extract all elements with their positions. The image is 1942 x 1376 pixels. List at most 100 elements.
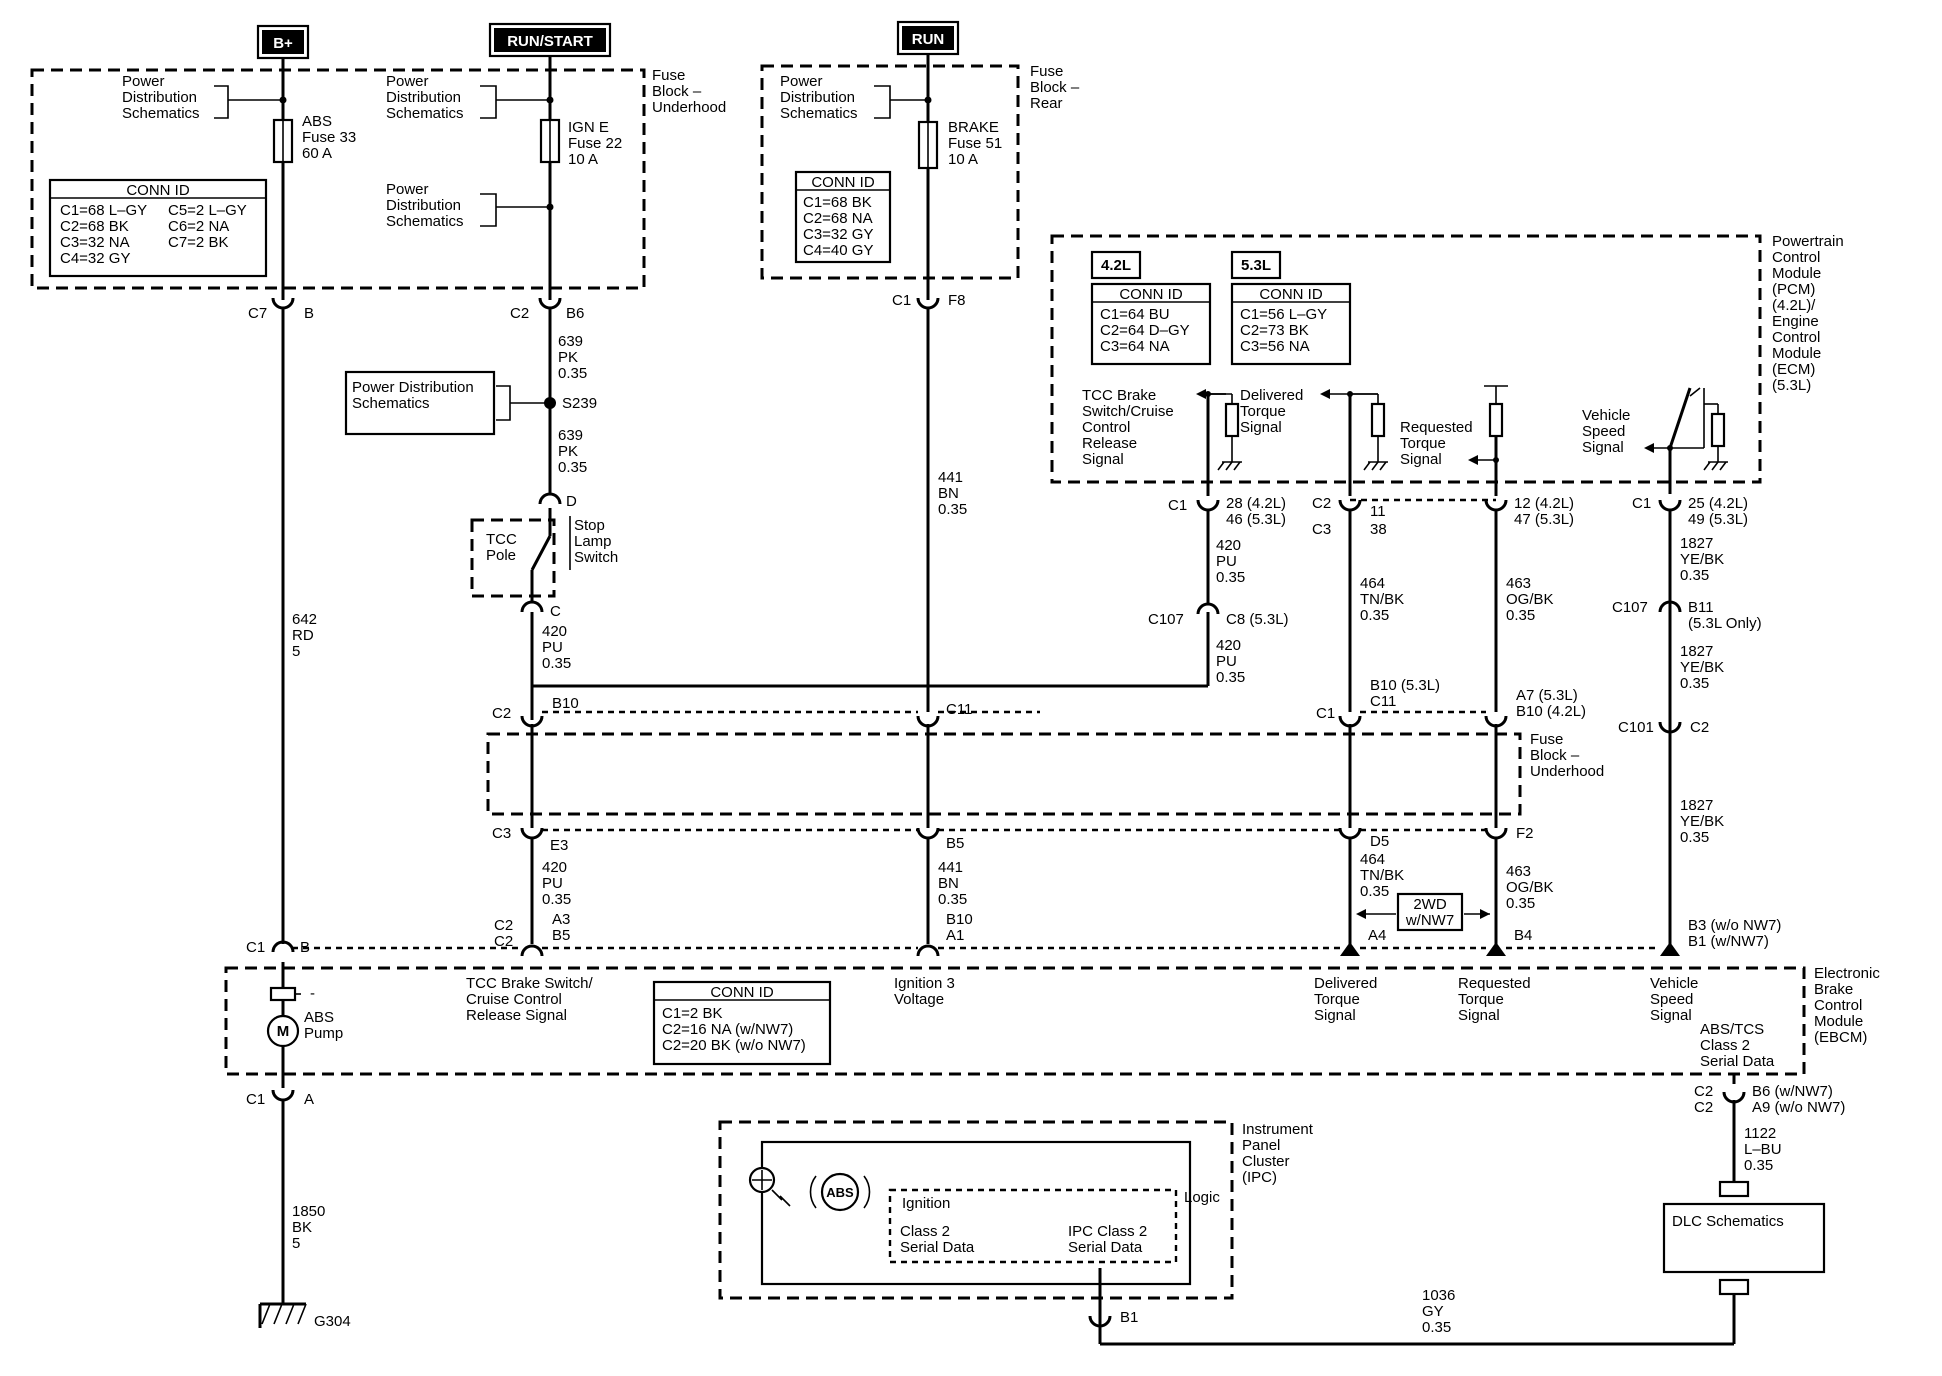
svg-text:0.35: 0.35 xyxy=(1422,1319,1451,1336)
svg-text:0.35: 0.35 xyxy=(1506,607,1535,624)
conn-id-rear: CONN ID C1=68 BK C2=68 NA C3=32 GY C4=40… xyxy=(794,170,892,264)
ebcm-vss-output: Vehicle Speed Signal xyxy=(1650,975,1698,1024)
svg-text:TN/BK: TN/BK xyxy=(1360,591,1404,608)
svg-text:C2=20 BK (w/o NW7): C2=20 BK (w/o NW7) xyxy=(662,1037,806,1054)
svg-text:C2: C2 xyxy=(494,917,513,934)
ebcm-ign3-input: Ignition 3 Voltage xyxy=(894,975,955,1008)
pcm-title: Powertrain Control Module (PCM) (4.2L)/ … xyxy=(1772,233,1844,394)
svg-text:F8: F8 xyxy=(948,292,966,309)
svg-text:C2=64 D–GY: C2=64 D–GY xyxy=(1100,322,1190,339)
svg-text:12 (4.2L): 12 (4.2L) xyxy=(1514,495,1574,512)
svg-text:Signal: Signal xyxy=(1458,1007,1500,1024)
wire-463-a: 463 OG/BK 0.35 xyxy=(1506,575,1554,624)
svg-text:TCC Brake: TCC Brake xyxy=(1082,387,1156,404)
svg-text:B: B xyxy=(304,305,314,322)
svg-text:2WD: 2WD xyxy=(1413,896,1447,913)
svg-text:Torque: Torque xyxy=(1400,435,1446,452)
svg-text:PU: PU xyxy=(1216,553,1237,570)
svg-text:TCC Brake Switch/: TCC Brake Switch/ xyxy=(466,975,594,992)
svg-text:B: B xyxy=(300,939,310,956)
svg-text:RUN: RUN xyxy=(912,31,945,48)
svg-text:PU: PU xyxy=(542,875,563,892)
svg-text:Requested: Requested xyxy=(1400,419,1473,436)
svg-text:Requested: Requested xyxy=(1458,975,1531,992)
svg-text:Ignition 3: Ignition 3 xyxy=(894,975,955,992)
svg-text:Fuse: Fuse xyxy=(1530,731,1563,748)
svg-text:BN: BN xyxy=(938,875,959,892)
run-label: RUN xyxy=(896,20,960,56)
svg-text:Class 2: Class 2 xyxy=(900,1223,950,1240)
svg-text:Power: Power xyxy=(780,73,823,90)
conn-c2-c2-a3-b5: C2 C2 A3 B5 xyxy=(494,911,570,957)
warning-lamp-icon xyxy=(748,1166,791,1207)
svg-text:ABS: ABS xyxy=(304,1009,334,1026)
svg-text:Schematics: Schematics xyxy=(386,105,464,122)
conn-a4: A4 xyxy=(1340,927,1386,956)
svg-text:60 A: 60 A xyxy=(302,145,332,162)
svg-text:10 A: 10 A xyxy=(948,151,978,168)
svg-text:Switch/Cruise: Switch/Cruise xyxy=(1082,403,1174,420)
svg-text:L–BU: L–BU xyxy=(1744,1141,1782,1158)
svg-text:Control: Control xyxy=(1082,419,1130,436)
svg-text:0.35: 0.35 xyxy=(1216,569,1245,586)
svg-text:Control: Control xyxy=(1814,997,1862,1014)
wire-639-b: 639 PK 0.35 xyxy=(558,427,587,476)
wire-642: 642 RD 5 xyxy=(292,611,317,660)
svg-text:C1: C1 xyxy=(1632,495,1651,512)
svg-text:B1 (w/NW7): B1 (w/NW7) xyxy=(1688,933,1769,950)
svg-text:47 (5.3L): 47 (5.3L) xyxy=(1514,511,1574,528)
svg-text:Schematics: Schematics xyxy=(122,105,200,122)
svg-text:642: 642 xyxy=(292,611,317,628)
svg-text:B6 (w/NW7): B6 (w/NW7) xyxy=(1752,1083,1833,1100)
svg-text:A: A xyxy=(304,1091,314,1108)
ebcm-tcc-input: TCC Brake Switch/ Cruise Control Release… xyxy=(466,975,594,1024)
svg-text:Signal: Signal xyxy=(1400,451,1442,468)
svg-text:E3: E3 xyxy=(550,837,568,854)
svg-text:CONN ID: CONN ID xyxy=(710,984,774,1001)
svg-text:420: 420 xyxy=(542,623,567,640)
svg-text:C2=68 BK: C2=68 BK xyxy=(60,218,129,235)
svg-text:Stop: Stop xyxy=(574,517,605,534)
svg-text:441: 441 xyxy=(938,469,963,486)
svg-text:Signal: Signal xyxy=(1082,451,1124,468)
pcm-pin-requested: 12 (4.2L) 47 (5.3L) xyxy=(1484,495,1574,528)
conn-c1-a: C1 A xyxy=(246,1089,314,1108)
svg-text:Speed: Speed xyxy=(1650,991,1693,1008)
svg-text:Rear: Rear xyxy=(1030,95,1063,112)
svg-text:C3: C3 xyxy=(1312,521,1331,538)
brake-fuse: BRAKE Fuse 51 10 A xyxy=(917,119,1002,170)
svg-text:YE/BK: YE/BK xyxy=(1680,551,1724,568)
svg-text:C1: C1 xyxy=(1168,497,1187,514)
svg-text:464: 464 xyxy=(1360,575,1385,592)
fuse-block-underhood-mid xyxy=(486,732,1522,816)
wire-1850: 1850 BK 5 xyxy=(292,1203,325,1252)
svg-text:ABS: ABS xyxy=(302,113,332,130)
svg-text:0.35: 0.35 xyxy=(558,365,587,382)
svg-text:639: 639 xyxy=(558,333,583,350)
stop-lamp-switch: TCC Pole Stop Lamp Switch xyxy=(486,508,618,602)
svg-text:Powertrain: Powertrain xyxy=(1772,233,1844,250)
svg-text:(ECM): (ECM) xyxy=(1772,361,1815,378)
svg-text:CONN ID: CONN ID xyxy=(126,182,190,199)
svg-text:C2: C2 xyxy=(1312,495,1331,512)
conn-id-pcm-42: 4.2L CONN ID C1=64 BU C2=64 D–GY C3=64 N… xyxy=(1090,250,1212,366)
svg-text:463: 463 xyxy=(1506,863,1531,880)
svg-text:C1=56 L–GY: C1=56 L–GY xyxy=(1240,306,1327,323)
wire-1827-a: 1827 YE/BK 0.35 xyxy=(1680,535,1724,584)
wire-420-a: 420 PU 0.35 xyxy=(542,623,571,672)
ebcm-serial-data: ABS/TCS Class 2 Serial Data xyxy=(1700,1021,1775,1070)
svg-text:5.3L: 5.3L xyxy=(1241,257,1271,274)
svg-text:C6=2 NA: C6=2 NA xyxy=(168,218,229,235)
svg-text:Underhood: Underhood xyxy=(652,99,726,116)
svg-text:B5: B5 xyxy=(552,927,570,944)
svg-text:1827: 1827 xyxy=(1680,643,1713,660)
wire-441-a: 441 BN 0.35 xyxy=(938,469,967,518)
svg-text:Fuse 22: Fuse 22 xyxy=(568,135,622,152)
svg-text:(5.3L): (5.3L) xyxy=(1772,377,1811,394)
svg-text:Delivered: Delivered xyxy=(1240,387,1303,404)
svg-text:C7=2 BK: C7=2 BK xyxy=(168,234,228,251)
svg-text:Torque: Torque xyxy=(1458,991,1504,1008)
wire-1036: 1036 GY 0.35 xyxy=(1422,1287,1455,1336)
svg-text:Signal: Signal xyxy=(1582,439,1624,456)
